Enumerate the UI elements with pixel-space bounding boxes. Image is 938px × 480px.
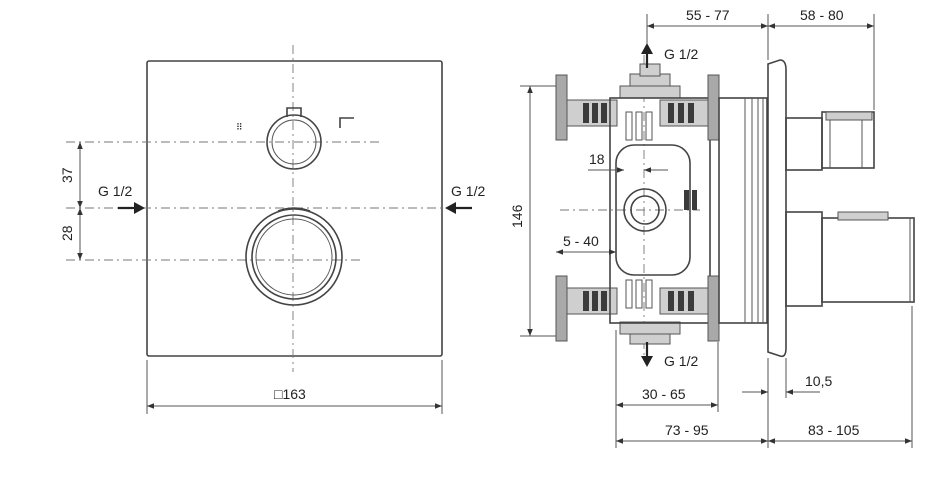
- dim-58-80: [768, 14, 875, 110]
- dim-30-65: [615, 330, 719, 448]
- bottom-outlet-label: G 1/2: [664, 353, 698, 369]
- dim-58-80-label: 58 - 80: [800, 7, 844, 23]
- pipe-flange-bottom-right: [659, 275, 720, 342]
- side-view: G 1/2 G 1/2 55 - 77 58 - 80 18 5 - 4: [509, 7, 915, 448]
- valve-body: [609, 97, 711, 324]
- inlet-right-label: G 1/2: [451, 183, 485, 199]
- inlet-right-arrow: [445, 202, 472, 214]
- selector-knob-side: [785, 111, 875, 171]
- pipe-flange-top-right: [659, 74, 720, 141]
- selector-symbol-left: ⠿: [236, 122, 243, 132]
- selector-knob: ⠿: [236, 107, 354, 170]
- pipe-flange-bottom-left: [555, 275, 618, 342]
- bottom-outlet-fitting: [619, 321, 681, 345]
- pipe-flange-top-left: [555, 74, 618, 141]
- selector-symbol-right: [339, 117, 354, 128]
- bottom-outlet-arrow: [641, 342, 653, 367]
- top-outlet-label: G 1/2: [664, 46, 698, 62]
- dim-plate-width: [146, 360, 443, 414]
- dim-83-105: [768, 306, 913, 448]
- dim-30-65-label: 30 - 65: [642, 386, 686, 402]
- dim-73-95-label: 73 - 95: [665, 422, 709, 438]
- inlet-left-arrow: [118, 202, 145, 214]
- dim-55-77: [646, 14, 769, 60]
- dim-10-5-label: 10,5: [805, 373, 832, 389]
- dim-18-label: 18: [589, 151, 605, 167]
- inlet-left-label: G 1/2: [98, 183, 132, 199]
- front-view: ⠿ G 1/2 G 1/2 37 28: [59, 45, 485, 414]
- cover-plate-profile: [767, 59, 787, 358]
- dim-146: [520, 85, 556, 337]
- top-outlet-arrow: [641, 43, 653, 68]
- dim-163-label: □163: [274, 386, 306, 402]
- dim-10-5: [742, 358, 820, 448]
- threaded-barrel: [718, 97, 768, 324]
- dim-37-label: 37: [59, 167, 75, 183]
- cover-plate: [146, 60, 443, 357]
- dim-28-label: 28: [59, 225, 75, 241]
- dim-55-77-label: 55 - 77: [686, 7, 730, 23]
- dim-83-105-label: 83 - 105: [808, 422, 860, 438]
- dim-5-40-label: 5 - 40: [563, 233, 599, 249]
- top-outlet-fitting: [619, 63, 681, 99]
- thermostat-knob: [245, 207, 343, 306]
- dim-146-label: 146: [509, 204, 525, 228]
- thermostat-knob-side: [785, 211, 915, 307]
